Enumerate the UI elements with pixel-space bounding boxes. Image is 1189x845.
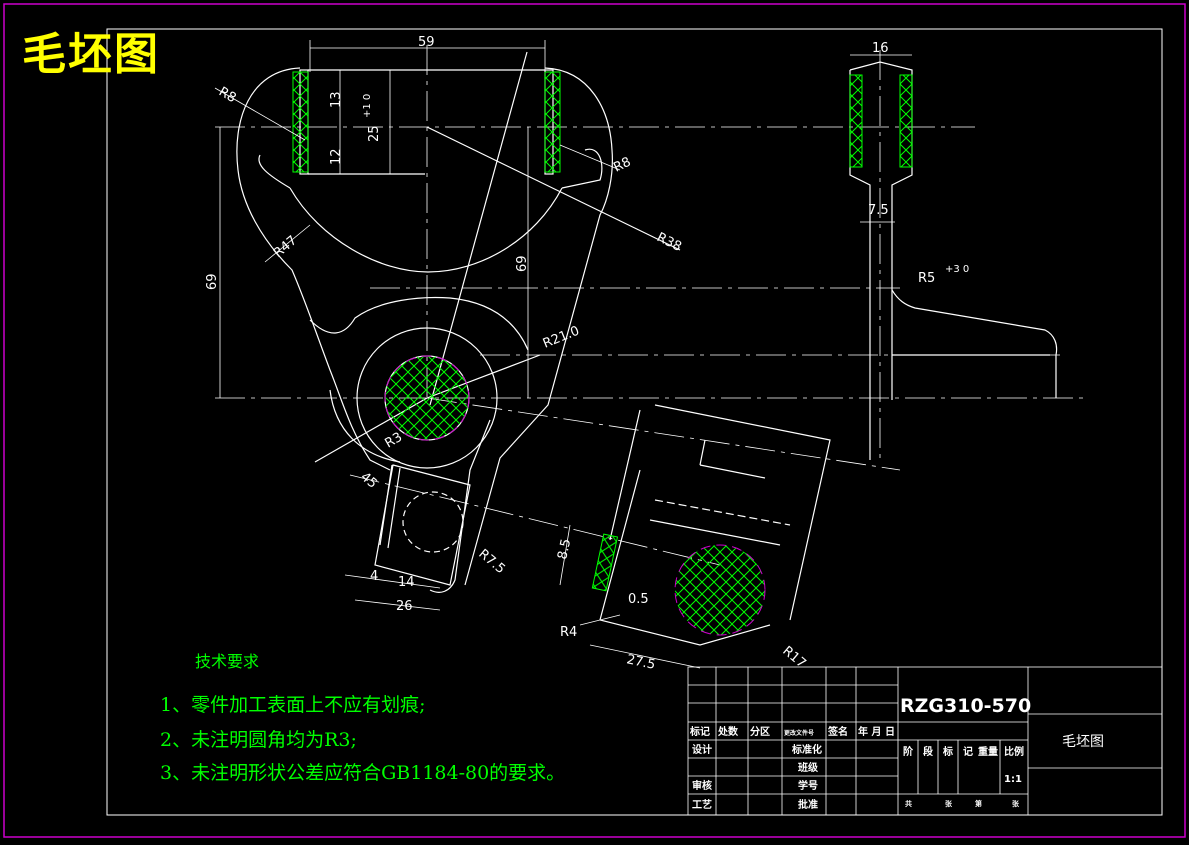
dim-16: 16 xyxy=(872,41,889,56)
dim-59: 59 xyxy=(418,35,435,50)
dim-7-5: 7.5 xyxy=(868,203,889,218)
tb-part-code: RZG310-570 xyxy=(900,695,1031,717)
tb-class: 班级 xyxy=(798,761,819,774)
tb-count: 处数 xyxy=(717,725,739,738)
dimension-lines xyxy=(214,40,912,669)
left-jaw-hatch xyxy=(292,71,309,173)
dim-r47: R47 xyxy=(271,233,300,261)
tb-part-name: 毛坯图 xyxy=(1062,734,1104,750)
dim-0-5: 0.5 xyxy=(628,592,649,607)
dim-r8-left: R8 xyxy=(216,84,238,106)
dim-26: 26 xyxy=(396,599,413,614)
dim-r5-tol: +3 0 xyxy=(945,264,969,275)
tb-sheets-2: 张 xyxy=(1012,799,1020,808)
title-block-labels: 标记 处数 分区 更改文件号 签名 年 月 日 设计 标准化 班级 审核 学号 … xyxy=(689,695,1104,811)
tb-weight: 重量 xyxy=(978,745,998,758)
tb-review: 审核 xyxy=(692,779,712,792)
dim-69-left: 69 xyxy=(205,273,220,290)
tb-zone: 分区 xyxy=(750,725,770,738)
tb-change-doc: 更改文件号 xyxy=(784,729,814,737)
side-view xyxy=(849,50,1058,460)
dim-r4: R4 xyxy=(560,625,577,640)
notes-heading: 技术要求 xyxy=(195,652,260,671)
dim-25: 25 xyxy=(367,125,382,142)
dim-14: 14 xyxy=(398,575,415,590)
dim-r38: R38 xyxy=(654,230,684,255)
dim-13: 13 xyxy=(329,91,344,108)
outer-frame xyxy=(3,3,1186,838)
note-2: 2、未注明圆角均为R3; xyxy=(160,729,357,751)
dim-r3: R3 xyxy=(383,430,405,452)
tb-date: 年 月 日 xyxy=(858,725,895,738)
tb-stage-2: 段 xyxy=(923,745,933,758)
section-hatch-circle xyxy=(674,544,766,636)
tb-stage-3: 标 xyxy=(942,745,953,758)
dim-angle-45: 45 xyxy=(357,470,379,492)
front-view xyxy=(215,45,1085,593)
tb-scale-value: 1:1 xyxy=(1004,774,1022,785)
dim-r8-right: R8 xyxy=(611,155,633,176)
tb-number: 第 xyxy=(975,799,982,808)
dim-r7-5: R7.5 xyxy=(475,547,507,578)
dim-12: 12 xyxy=(329,148,344,165)
dim-25-tol: +1 0 xyxy=(362,94,373,118)
note-3: 3、未注明形状公差应符合GB1184-80的要求。 xyxy=(160,762,566,784)
tb-total: 共 xyxy=(905,799,912,808)
tb-stage-1: 阶 xyxy=(903,745,914,758)
tb-stage-4: 记 xyxy=(963,746,973,758)
hub-section xyxy=(384,355,470,441)
note-1: 1、零件加工表面上不应有划痕; xyxy=(160,694,426,716)
tb-craft: 工艺 xyxy=(692,798,712,811)
right-jaw-hatch xyxy=(544,71,561,173)
dim-r5: R5 xyxy=(918,271,935,286)
drawing-title: 毛坯图 xyxy=(22,29,160,80)
tb-scale-label: 比例 xyxy=(1004,745,1024,758)
tb-mark: 标记 xyxy=(689,725,710,738)
tb-sheets-1: 张 xyxy=(945,799,953,808)
tb-student-id: 学号 xyxy=(798,779,818,792)
tb-approve: 批准 xyxy=(798,798,818,811)
dim-8-5: 8.5 xyxy=(555,537,574,560)
title-block-grid xyxy=(687,666,1163,816)
section-hatch-strip xyxy=(591,533,619,592)
tb-sign: 签名 xyxy=(827,725,848,738)
inner-frame xyxy=(106,28,1163,816)
tb-design: 设计 xyxy=(692,743,712,756)
dim-27-5: 27.5 xyxy=(625,652,656,673)
dim-4: 4 xyxy=(370,569,378,584)
side-right-hatch xyxy=(899,74,913,168)
dim-69-mid: 69 xyxy=(515,255,530,272)
section-view xyxy=(599,404,831,646)
side-left-hatch xyxy=(849,74,863,168)
dim-r21: R21.0 xyxy=(541,324,582,352)
tb-standardize: 标准化 xyxy=(791,743,822,756)
